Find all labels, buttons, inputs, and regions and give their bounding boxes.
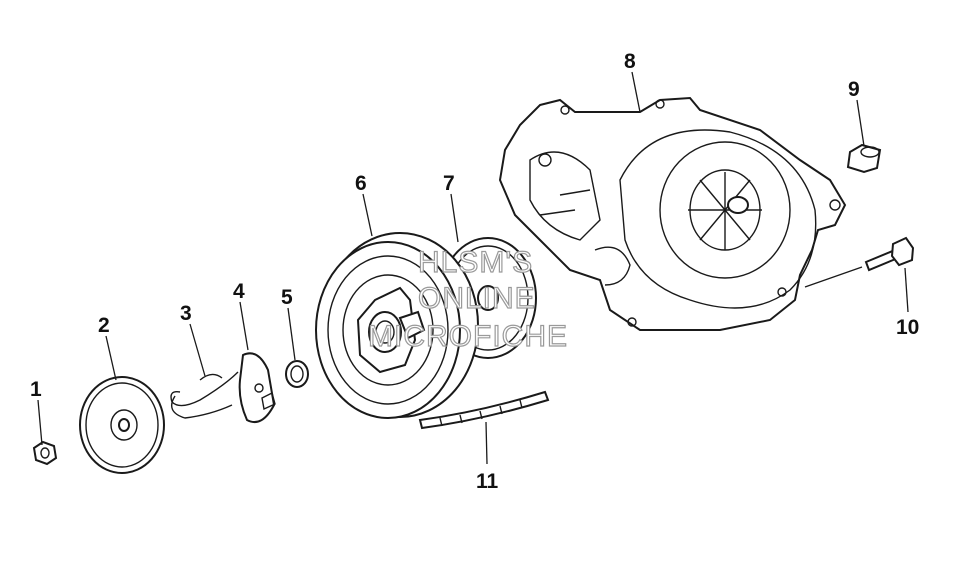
callout-11: 11	[476, 470, 499, 493]
callout-6: 6	[355, 172, 367, 195]
watermark-line-1: HLSM'S	[418, 246, 533, 279]
part-3-wire-clip	[170, 371, 239, 419]
part-11-rope	[418, 390, 550, 430]
part-9-bushing	[846, 143, 882, 174]
part-2-disc	[79, 376, 165, 474]
callout-5: 5	[281, 286, 293, 309]
callout-9: 9	[848, 78, 860, 101]
callout-10: 10	[896, 316, 919, 339]
watermark: HLSM'S ONLINE MICROFICHE	[367, 245, 568, 353]
callout-1: 1	[30, 378, 42, 401]
part-8-housing	[498, 96, 847, 331]
callout-4: 4	[233, 280, 245, 303]
watermark-line-3: MICROFICHE	[368, 320, 568, 353]
callout-labels: 1 2 3 4 5 6 7 8 9 10 11	[30, 50, 919, 493]
callout-8: 8	[624, 50, 636, 73]
part-5-spring-ring	[285, 360, 309, 388]
leader-lines	[37, 71, 909, 465]
part-10-bolt	[864, 236, 915, 272]
callout-3: 3	[180, 302, 192, 325]
part-6-pulley	[315, 232, 479, 419]
callout-2: 2	[98, 314, 110, 337]
part-1-nut	[32, 440, 58, 466]
callout-7: 7	[443, 172, 455, 195]
part-4-pawl	[238, 352, 276, 424]
watermark-line-2: ONLINE	[418, 282, 536, 315]
